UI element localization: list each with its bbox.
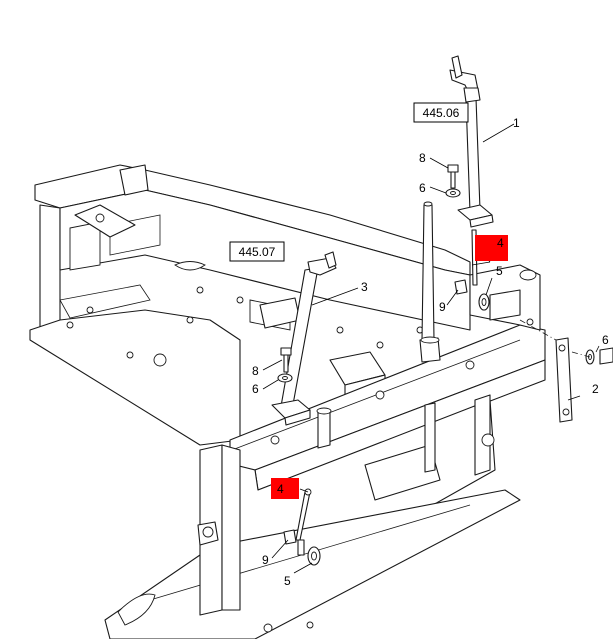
reference-text: 445.07: [239, 245, 276, 259]
callout-6-top: 6: [419, 181, 426, 195]
callout-5-top: 5: [496, 264, 503, 278]
callout-8-left: 8: [252, 364, 259, 378]
bolt-8-top: [447, 164, 459, 173]
hardware: [277, 164, 613, 566]
strap-2: [555, 337, 573, 423]
reference-445-06: 445.06: [413, 102, 469, 123]
callout-9-lower: 9: [262, 553, 269, 567]
highlight-part-4-top: [475, 235, 508, 261]
reference-text: 445.06: [423, 106, 460, 120]
callout-1: 1: [513, 116, 520, 130]
bolt-8-left: [280, 347, 292, 356]
callout-2: 2: [592, 382, 599, 396]
callout-4-lower: 4: [277, 482, 284, 496]
leader-lines: [262, 123, 600, 574]
highlight-part-4-lower: [271, 478, 299, 499]
callout-4-top: 4: [497, 236, 504, 250]
callouts: 1 2 3 4 4 5 5 6 6 6 8 8 9 9: [252, 116, 609, 588]
callout-3: 3: [361, 280, 368, 294]
nut-9-lower: [283, 529, 297, 545]
reference-445-07: 445.07: [229, 241, 285, 262]
vertical-post: [419, 201, 441, 363]
callout-8-top: 8: [419, 151, 426, 165]
bolt-6-right: [599, 347, 613, 365]
callout-6-right: 6: [602, 333, 609, 347]
callout-6-left: 6: [252, 382, 259, 396]
spindle-1: [449, 55, 494, 286]
callout-5-lower: 5: [284, 574, 291, 588]
callout-9-top: 9: [439, 300, 446, 314]
